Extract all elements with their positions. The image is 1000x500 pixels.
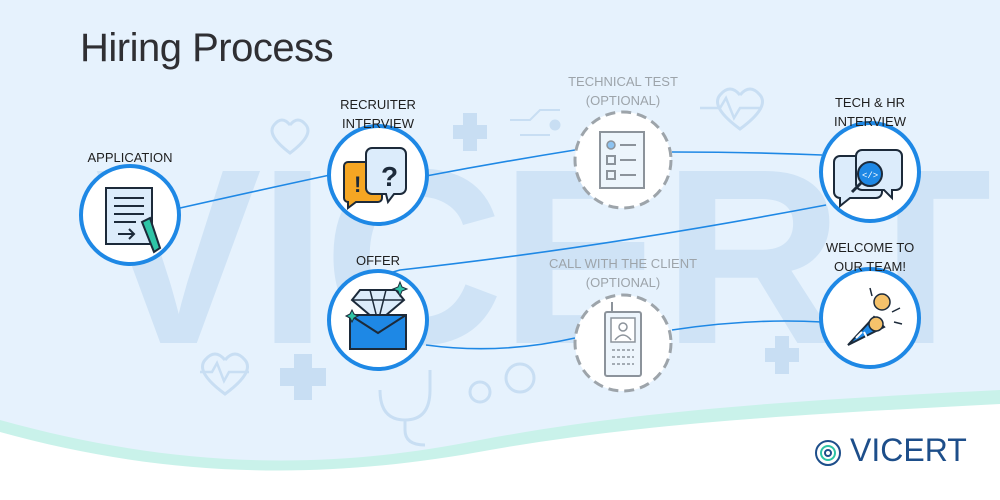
step-label-offer: OFFER (355, 253, 401, 268)
vicert-logo-mark (815, 440, 841, 466)
step-techhr-node: </> (819, 121, 921, 223)
step-client-node (573, 293, 673, 393)
plus-icon (765, 336, 799, 374)
connector-application-recruiter (179, 174, 331, 209)
background-decorations (200, 87, 764, 447)
document-pen-icon (105, 187, 162, 254)
connector-client-welcome (671, 320, 823, 331)
code-search-bubbles-icon: </> (833, 149, 903, 209)
step-application-node (79, 164, 181, 266)
plus-crosses (280, 113, 799, 400)
diamond-envelope-icon (344, 280, 409, 350)
svg-text:!: ! (354, 172, 361, 197)
party-popper-icon (847, 287, 903, 346)
plus-icon (280, 354, 326, 400)
connector-lines (179, 149, 827, 350)
plus-icon (453, 113, 487, 151)
step-recruiter-node: ! ? (327, 124, 429, 226)
step-label-client: CALL WITH THE CLIENT(OPTIONAL) (548, 256, 698, 290)
heart-pulse-icon (201, 352, 249, 396)
page-title: Hiring Process (80, 26, 334, 70)
vicert-logo-text: VICERT (850, 432, 967, 468)
svg-text:?: ? (381, 161, 398, 192)
heart-pulse-icon (716, 87, 764, 131)
checklist-icon (599, 131, 645, 189)
heart-pulse-icon (270, 118, 310, 155)
step-welcome-node (819, 267, 921, 369)
phone-contact-icon (604, 302, 642, 377)
gear-icon (468, 380, 492, 404)
connector-technical-techhr (671, 151, 823, 156)
stethoscope-icon (378, 370, 432, 447)
step-technical-node (573, 110, 673, 210)
connector-offer-client (425, 337, 576, 350)
gear-icon (504, 362, 536, 394)
connector-recruiter-technical (425, 149, 576, 177)
step-label-technical: TECHNICAL TEST(OPTIONAL) (568, 74, 678, 108)
step-offer-node (327, 269, 429, 371)
svg-text:</>: </> (862, 171, 878, 181)
step-label-application: APPLICATION (87, 150, 173, 165)
speech-bubbles-question-icon: ! ? (343, 147, 407, 210)
